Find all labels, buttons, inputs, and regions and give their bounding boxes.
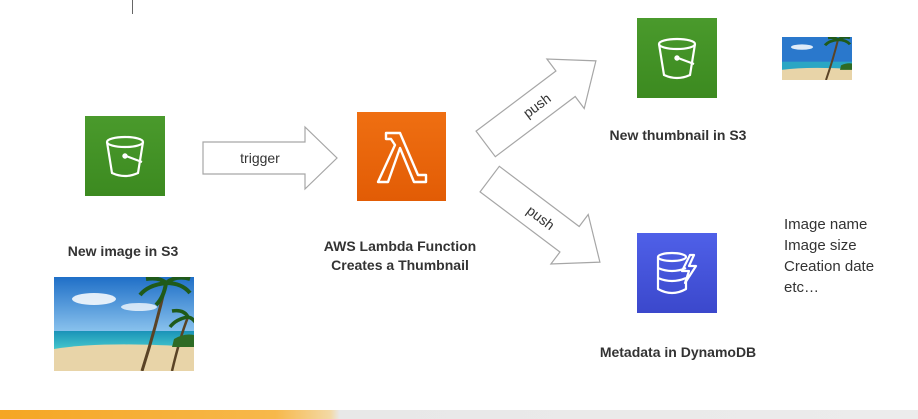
push-thumbnail-arrow: push [475,58,597,158]
lambda-caption-line2: Creates a Thumbnail [331,257,469,273]
s3-bucket-icon [650,31,704,85]
metadata-fields-list: Image name Image size Creation date etc… [784,214,874,298]
top-divider-tick [132,0,133,14]
thumbnail-bucket-caption: New thumbnail in S3 [609,127,747,143]
thumbnail-beach-photo [782,37,852,80]
dynamodb-icon [650,246,704,300]
lambda-caption: AWS Lambda Function Creates a Thumbnail [300,237,500,275]
thumbnail-s3-bucket [637,18,717,98]
source-s3-bucket [85,116,165,196]
metadata-field: Image size [784,237,857,254]
s3-bucket-icon [98,129,152,183]
source-bucket-caption: New image in S3 [67,243,179,259]
trigger-arrow: trigger [202,125,338,191]
dynamodb-caption: Metadata in DynamoDB [599,344,757,360]
source-beach-photo [54,277,194,371]
dynamodb-table [637,233,717,313]
bottom-accent-bar [0,410,918,419]
trigger-label: trigger [240,150,280,166]
lambda-function [357,112,446,201]
lambda-caption-line1: AWS Lambda Function [323,238,477,254]
lambda-icon [370,125,434,189]
metadata-field: Image name [784,216,868,233]
metadata-field: etc… [784,279,820,296]
metadata-field: Creation date [784,258,875,275]
push-metadata-arrow: push [479,165,601,265]
